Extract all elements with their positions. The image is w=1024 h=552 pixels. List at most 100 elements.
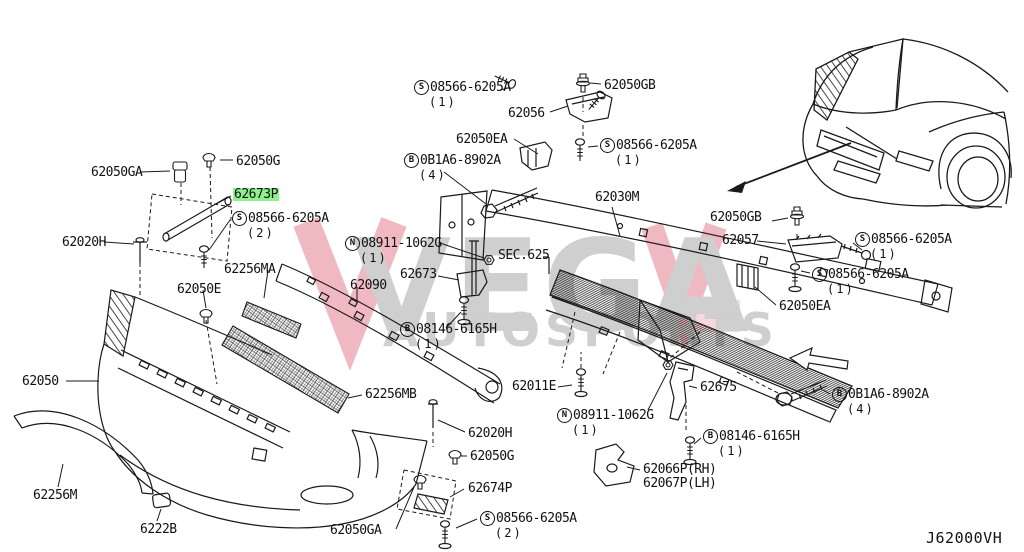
left-fastener-cluster — [133, 152, 232, 324]
energy-absorber-62090-drawing — [275, 263, 503, 404]
prefix-circle-icon: N — [345, 236, 360, 251]
fascia-slot-row — [138, 359, 277, 433]
part-label-62020h: 62020H — [468, 427, 512, 440]
bolt-0b1a6-right-drawing — [775, 379, 828, 407]
quantity-text: (1) — [718, 444, 746, 458]
quantity-text: (1) — [827, 282, 855, 296]
part-number-text: 62050GB — [710, 210, 762, 225]
quantity-text: (1) — [572, 423, 600, 437]
dashed-construction-lines — [139, 97, 798, 520]
part-label-62675: 62675 — [700, 381, 737, 394]
prefix-circle-icon: B — [400, 322, 415, 337]
pointer-arrow — [727, 142, 852, 193]
part-label-62050ga: 62050GA — [91, 166, 143, 179]
part-number-text: 08566-6205A — [828, 267, 909, 282]
prefix-circle-icon: S — [855, 232, 870, 247]
part-label-62056: 62056 — [508, 107, 545, 120]
finisher-62256m-drawing — [13, 410, 154, 495]
part-number-text: 62057 — [722, 233, 759, 248]
part-label-62050e: 62050E — [177, 283, 221, 296]
grille-strips-drawing — [221, 301, 350, 414]
part-label-62050gb: 62050GB — [604, 78, 656, 93]
grille-62256ma-drawing — [241, 301, 302, 339]
part-number-text: 62050G — [236, 154, 280, 169]
cap-6222b-drawing — [152, 492, 172, 509]
stay-rod-62673p-drawing — [162, 196, 232, 242]
part-number-text: 6222B — [140, 522, 177, 537]
part-number-text: 62050E — [177, 282, 221, 297]
lower-right-cluster — [574, 360, 828, 487]
quantity-text: (4) — [419, 168, 447, 182]
part-number-text: 08146-6165H — [719, 429, 800, 444]
car-illustration — [727, 38, 1012, 209]
part-number-text: 62256M — [33, 488, 77, 503]
part-number-text: 08146-6165H — [416, 322, 497, 337]
part-number-text: 62020H — [62, 235, 106, 250]
quantity-text: (2) — [247, 226, 275, 240]
cover-corner-bracket — [637, 299, 701, 363]
quantity-text: (4) — [847, 402, 875, 416]
part-label-62050: 62050 — [22, 375, 59, 388]
part-number-text: 62256MB — [365, 387, 417, 402]
bumper-fascia-drawing — [97, 289, 428, 529]
part-label-62256ma: 62256MA — [224, 262, 276, 277]
part-label-62050gb: 62050GB — [710, 210, 762, 225]
part-number-text: 62050GB — [604, 78, 656, 93]
part-label-62256mb: 62256MB — [365, 387, 417, 402]
pin-62020h-drawing — [133, 237, 147, 263]
reinforcement-62030m-drawing — [438, 189, 953, 313]
part-number-text: 62050GA — [330, 523, 382, 538]
part-number-text: 62673 — [400, 267, 437, 282]
clip-62050ea-top-drawing — [519, 141, 553, 171]
prefix-circle-icon: S — [812, 267, 827, 282]
quantity-text: (1) — [429, 95, 457, 109]
part-number-text: 62673P — [233, 187, 279, 202]
bracket-62673-drawing — [456, 240, 495, 326]
finisher-62674p-drawing — [413, 493, 449, 515]
part-number-text: 62675 — [700, 380, 737, 395]
leader-lines — [57, 82, 863, 530]
prefix-circle-icon: B — [832, 387, 847, 402]
bolt-0b1a6-top-drawing — [480, 187, 539, 219]
bottom-fastener-cluster — [413, 399, 462, 550]
part-label-62066p-rh-: 62066P(RH) — [643, 463, 717, 476]
part-number-text: 08566-6205A — [871, 232, 952, 247]
screw-icon — [840, 243, 872, 261]
part-number-text: 62674P — [468, 481, 512, 496]
part-number-text: 62256MA — [224, 262, 276, 277]
part-label-62256m: 62256M — [33, 489, 77, 502]
part-label-62050g: 62050G — [470, 450, 514, 463]
part-label-62011e: 62011E — [512, 380, 556, 393]
fog-lamp-opening — [300, 485, 354, 505]
part-label-62050ea: 62050EA — [456, 133, 508, 146]
bracket-62066p-drawing — [593, 443, 635, 487]
part-label-62050ea: 62050EA — [779, 300, 831, 313]
part-label-62057: 62057 — [722, 234, 759, 247]
quantity-text: (1) — [870, 247, 898, 261]
watermark-red-v — [293, 217, 407, 371]
part-number-text: 62020H — [468, 426, 512, 441]
part-label-62020h: 62020H — [62, 236, 106, 249]
prefix-circle-icon: S — [232, 211, 247, 226]
part-number-text: 62050G — [470, 449, 514, 464]
part-number-text: 08911-1062G — [573, 408, 654, 423]
part-number-text: 08911-1062G — [361, 236, 442, 251]
prefix-circle-icon: S — [414, 80, 429, 95]
prefix-circle-icon: S — [600, 138, 615, 153]
prefix-circle-icon: S — [480, 511, 495, 526]
diagram-code: J62000VH — [926, 529, 1003, 547]
part-number-text: 62030M — [595, 190, 639, 205]
part-label-sec-625: SEC.625 — [498, 249, 550, 262]
top-fastener-cluster — [480, 71, 613, 219]
sec-pointer — [543, 256, 550, 274]
